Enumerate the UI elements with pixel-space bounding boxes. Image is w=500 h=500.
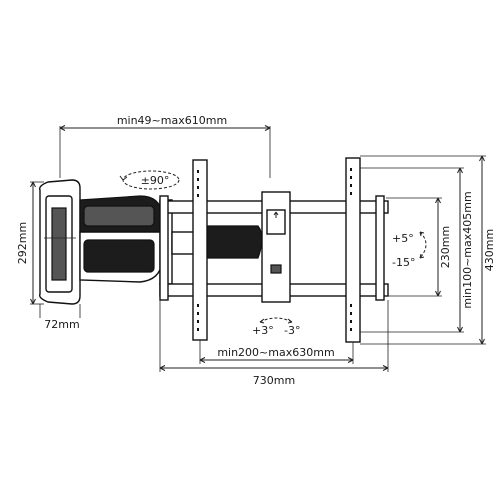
- level-arrow-icon: [259, 317, 293, 323]
- tilt-indicator: +5° -15°: [392, 231, 427, 269]
- vesa-arm-left: [192, 159, 208, 341]
- vesa-horizontal-dimension: min200~max630mm: [199, 340, 354, 364]
- vesa-vertical-dimension: min100~max405mm: [360, 167, 474, 333]
- vesa-arm-right: [345, 157, 361, 343]
- wall-plate-height-label: 292mm: [16, 222, 29, 264]
- level-plus-label: +3°: [252, 324, 274, 337]
- bracket-height-label: 430mm: [483, 229, 496, 271]
- rail-height-label: 230mm: [439, 226, 452, 268]
- tilt-arrow-icon: [419, 231, 427, 259]
- arm-extension-label: min49~max610mm: [117, 114, 227, 127]
- center-collar: [261, 191, 291, 303]
- level-adjustment-indicator: +3° -3°: [252, 317, 300, 337]
- wall-plate-height-dimension: 292mm: [16, 181, 44, 305]
- rail-height-dimension: 230mm: [386, 197, 452, 297]
- bracket-width-label: 730mm: [253, 374, 295, 387]
- wall-plate-width-label: 72mm: [44, 318, 79, 331]
- swivel-label: ±90°: [141, 174, 170, 187]
- wall-plate-width-dimension: 72mm: [39, 304, 81, 331]
- arm-extension-dimension: min49~max610mm: [59, 114, 271, 178]
- vesa-vertical-label: min100~max405mm: [461, 191, 474, 308]
- level-minus-label: -3°: [284, 324, 300, 337]
- tilt-down-label: -15°: [392, 256, 415, 269]
- bracket-width-dimension: 730mm: [159, 300, 389, 387]
- swivel-indicator: ±90°: [119, 170, 180, 190]
- bracket-height-dimension: 430mm: [360, 155, 496, 345]
- vesa-horizontal-label: min200~max630mm: [217, 346, 334, 359]
- wall-plate: [38, 179, 81, 305]
- tilt-up-label: +5°: [392, 232, 414, 245]
